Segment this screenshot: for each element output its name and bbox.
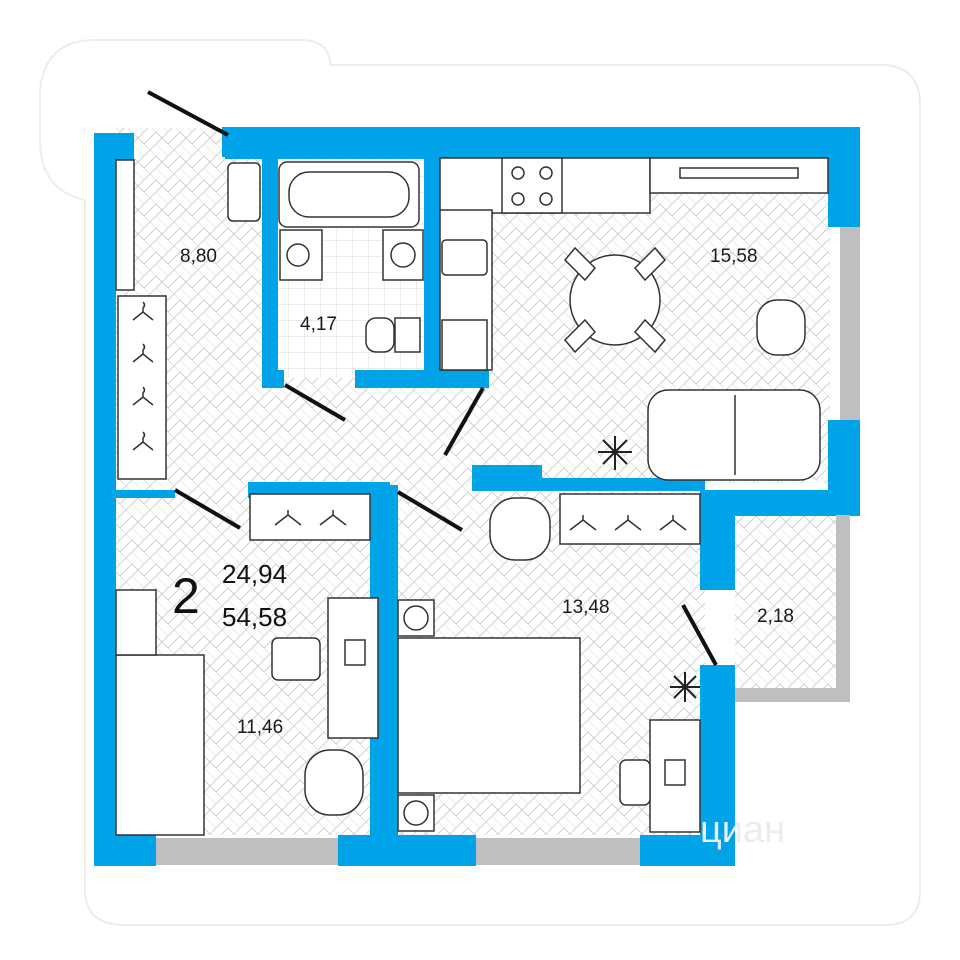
watermark-logo: циан	[700, 809, 785, 851]
doors	[147, 90, 718, 666]
oven-icon	[441, 319, 488, 371]
balcony-door	[681, 604, 718, 666]
living-area: 24,94	[222, 559, 287, 589]
stove-icon	[501, 157, 563, 214]
bed-icon	[115, 654, 205, 836]
nightstand	[115, 589, 157, 656]
armchair-icon	[304, 749, 364, 816]
plant-icon	[598, 436, 700, 702]
shoe-rack	[115, 159, 135, 291]
bathroom-fixtures	[278, 161, 424, 353]
dining-set	[563, 246, 667, 354]
kitchen-sink-icon	[441, 239, 488, 276]
coffee-table-icon	[756, 299, 806, 356]
wardrobe	[559, 493, 701, 545]
room-area-label: 13,48	[562, 597, 610, 618]
window	[840, 227, 860, 420]
balcony-floor	[735, 515, 850, 690]
window	[735, 688, 850, 702]
room-area-label: 4,17	[300, 314, 337, 335]
armchair-icon	[489, 497, 551, 561]
kitchen-furniture	[439, 157, 829, 481]
window	[836, 515, 850, 690]
monitor-icon	[664, 759, 686, 786]
bedroom-large-door	[396, 490, 464, 532]
room-area-label: 11,46	[237, 717, 283, 738]
kitchen-door	[443, 387, 485, 456]
hallway-furniture	[115, 159, 261, 480]
monitor-icon	[344, 639, 366, 666]
room-area-label: 15,58	[710, 246, 758, 267]
desk	[327, 597, 379, 739]
room-area-label: 2,18	[757, 606, 794, 627]
toilet-icon	[365, 317, 395, 353]
rooms-count: 2	[172, 568, 200, 624]
windows	[156, 227, 860, 865]
wardrobe	[117, 295, 167, 480]
hanger-icons-large	[569, 515, 687, 531]
total-area: 54,58	[222, 602, 287, 632]
hanger-icons	[132, 301, 154, 451]
room-area-label: 8,80	[180, 246, 217, 267]
bathroom-door	[283, 383, 347, 422]
chair-icon	[619, 759, 651, 806]
tv-icon	[679, 167, 799, 179]
outline	[39, 39, 921, 926]
sofa-icon	[647, 389, 821, 481]
bedroom-small-door	[173, 488, 242, 530]
hanger-icons-small	[274, 510, 347, 526]
double-bed-icon	[397, 637, 581, 794]
entrance-door	[147, 90, 229, 137]
coat-hook-icon	[227, 162, 261, 222]
dining-table-icon	[569, 254, 661, 346]
wardrobe	[249, 493, 371, 541]
small-bedroom-furniture	[115, 493, 379, 836]
window	[476, 838, 640, 865]
chair-icon	[271, 637, 321, 681]
window	[156, 838, 338, 865]
